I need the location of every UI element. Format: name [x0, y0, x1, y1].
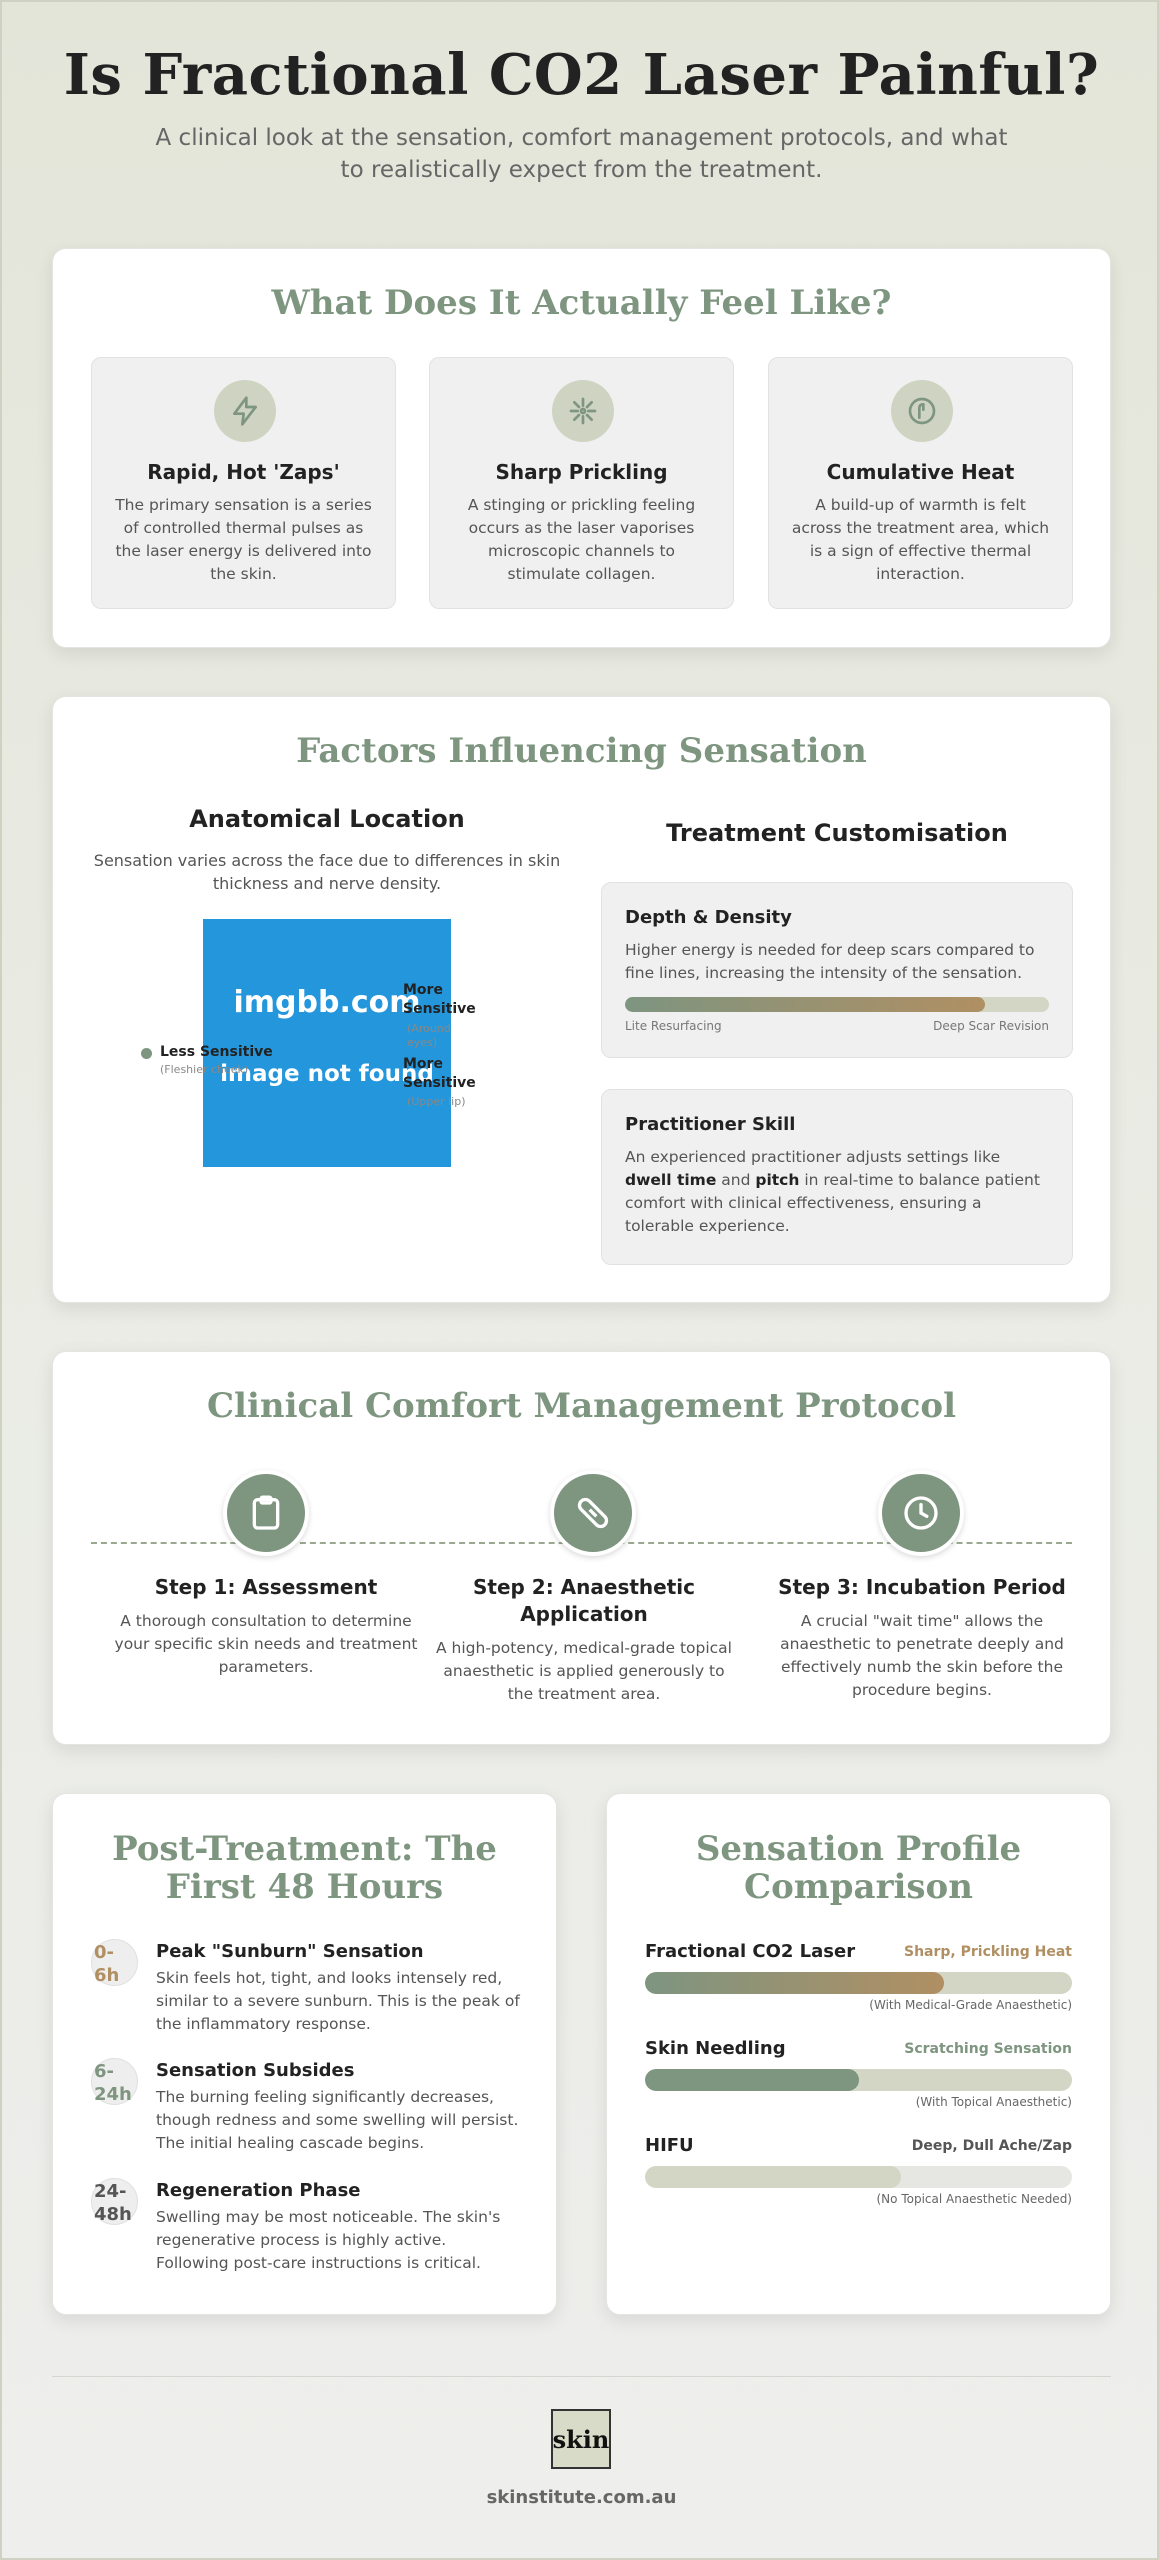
post-treatment-title: Post-Treatment: The First 48 Hours	[112, 1829, 497, 1907]
profile-name: HIFU	[645, 2135, 694, 2156]
timeline-badge: 24-48h	[91, 2178, 138, 2225]
timeline-title: Regeneration Phase	[156, 2180, 361, 2201]
image-error-text: imgbb.com	[233, 985, 421, 1020]
image-error-text: image not found	[220, 1061, 434, 1087]
feel-card-text: A stinging or prickling feeling occurs a…	[467, 496, 696, 583]
timeline-text: Swelling may be most noticeable. The ski…	[156, 2208, 501, 2272]
profile-bar	[645, 2166, 1072, 2188]
needle-burst-icon	[552, 380, 614, 442]
feel-card-title: Rapid, Hot 'Zaps'	[147, 460, 340, 484]
anatomy-title: Anatomical Location	[189, 805, 465, 833]
skill-text-part: in real-time to balance patient comfort …	[625, 1171, 1040, 1235]
brand-logo[interactable]: skin	[551, 2409, 611, 2469]
step-text: A thorough consultation to determine you…	[114, 1612, 418, 1676]
clock-icon	[878, 1470, 964, 1556]
less-sensitive-label: Less Sensitive	[160, 1044, 273, 1060]
practitioner-skill-title: Practitioner Skill	[625, 1114, 796, 1135]
profile-desc: Scratching Sensation	[904, 2041, 1072, 2057]
step-title: Step 2: Anaesthetic Application	[472, 1575, 695, 1626]
skill-bold-term: dwell time	[625, 1171, 717, 1189]
customisation-title: Treatment Customisation	[666, 819, 1008, 847]
intensity-max-label: Deep Scar Revision	[933, 1019, 1049, 1033]
feel-section-title: What Does It Actually Feel Like?	[271, 283, 892, 323]
more-sensitive-lip-label: More Sensitive	[403, 1056, 476, 1091]
lightning-bolt-icon	[214, 380, 276, 442]
protocol-section-title: Clinical Comfort Management Protocol	[206, 1386, 956, 1426]
timeline-badge: 0-6h	[91, 1939, 138, 1986]
skill-bold-term: pitch	[755, 1171, 800, 1189]
timeline-title: Peak "Sunburn" Sensation	[156, 1941, 424, 1962]
depth-density-card: Depth & Density Higher energy is needed …	[601, 882, 1073, 1058]
profile-bar-fill	[645, 1972, 944, 1994]
less-sensitive-dot	[141, 1048, 152, 1059]
post-treatment-section: Post-Treatment: The First 48 Hours 0-6h …	[52, 1793, 557, 2315]
step-text: A high-potency, medical-grade topical an…	[436, 1639, 732, 1703]
footer-divider	[52, 2376, 1111, 2377]
profile-bar-fill	[645, 2069, 859, 2091]
factors-section-title: Factors Influencing Sensation	[296, 731, 867, 771]
timeline-text: Skin feels hot, tight, and looks intense…	[156, 1969, 520, 2033]
face-diagram-image: imgbb.com image not found	[203, 919, 451, 1167]
skill-text-part: and	[716, 1171, 756, 1189]
feel-card-text: The primary sensation is a series of con…	[115, 496, 372, 583]
depth-density-text: Higher energy is needed for deep scars c…	[625, 941, 1035, 982]
intensity-bar-fill	[625, 997, 986, 1012]
page-subtitle: A clinical look at the sensation, comfor…	[155, 125, 1008, 183]
profile-bar	[645, 1972, 1072, 1994]
intensity-bar	[625, 997, 1049, 1012]
profile-note: (With Medical-Grade Anaesthetic)	[869, 1998, 1072, 2012]
practitioner-skill-text: An experienced practitioner adjusts sett…	[625, 1146, 1049, 1238]
feel-card: Sharp Prickling A stinging or prickling …	[429, 357, 734, 609]
clipboard-icon	[223, 1470, 309, 1556]
feel-section: What Does It Actually Feel Like? Rapid, …	[52, 248, 1111, 648]
footer-website-link[interactable]: skinstitute.com.au	[486, 2487, 677, 2508]
profile-name: Skin Needling	[645, 2038, 786, 2059]
profile-bar-fill	[645, 2166, 902, 2188]
sensation-profile-title: Sensation Profile Comparison	[695, 1829, 1022, 1907]
feel-card: Cumulative Heat A build-up of warmth is …	[768, 357, 1073, 609]
step-text: A crucial "wait time" allows the anaesth…	[780, 1612, 1064, 1699]
skill-text-part: An experienced practitioner adjusts sett…	[625, 1148, 1001, 1166]
profile-desc: Sharp, Prickling Heat	[904, 1944, 1072, 1960]
feel-card: Rapid, Hot 'Zaps' The primary sensation …	[91, 357, 396, 609]
profile-note: (No Topical Anaesthetic Needed)	[876, 2192, 1073, 2206]
bandage-icon	[550, 1470, 636, 1556]
feel-card-title: Sharp Prickling	[495, 460, 668, 484]
heat-gauge-icon	[891, 380, 953, 442]
intensity-min-label: Lite Resurfacing	[625, 1019, 722, 1033]
practitioner-skill-card: Practitioner Skill An experienced practi…	[601, 1089, 1073, 1265]
profile-bar	[645, 2069, 1072, 2091]
less-sensitive-sub: (Fleshier cheek)	[160, 1063, 249, 1076]
step-title: Step 1: Assessment	[154, 1575, 378, 1599]
feel-card-title: Cumulative Heat	[826, 460, 1015, 484]
depth-density-title: Depth & Density	[625, 907, 792, 928]
feel-card-text: A build-up of warmth is felt across the …	[791, 496, 1050, 583]
more-sensitive-eyes-label: More Sensitive	[403, 982, 476, 1017]
anatomy-text: Sensation varies across the face due to …	[93, 851, 561, 893]
more-sensitive-eyes-sub: (Around eyes)	[407, 1022, 451, 1049]
factors-section: Factors Influencing Sensation Anatomical…	[52, 696, 1111, 1303]
more-sensitive-lip-sub: (Upper lip)	[407, 1095, 466, 1108]
profile-name: Fractional CO2 Laser	[645, 1941, 856, 1962]
protocol-section: Clinical Comfort Management Protocol Ste…	[52, 1351, 1111, 1745]
page-title: Is Fractional CO2 Laser Painful?	[63, 42, 1100, 108]
timeline-badge: 6-24h	[91, 2058, 138, 2105]
timeline-title: Sensation Subsides	[156, 2060, 355, 2081]
profile-desc: Deep, Dull Ache/Zap	[911, 2138, 1072, 2154]
profile-note: (With Topical Anaesthetic)	[915, 2095, 1072, 2109]
sensation-profile-section: Sensation Profile Comparison Fractional …	[606, 1793, 1111, 2315]
step-title: Step 3: Incubation Period	[778, 1575, 1066, 1599]
timeline-text: The burning feeling significantly decrea…	[156, 2088, 519, 2152]
